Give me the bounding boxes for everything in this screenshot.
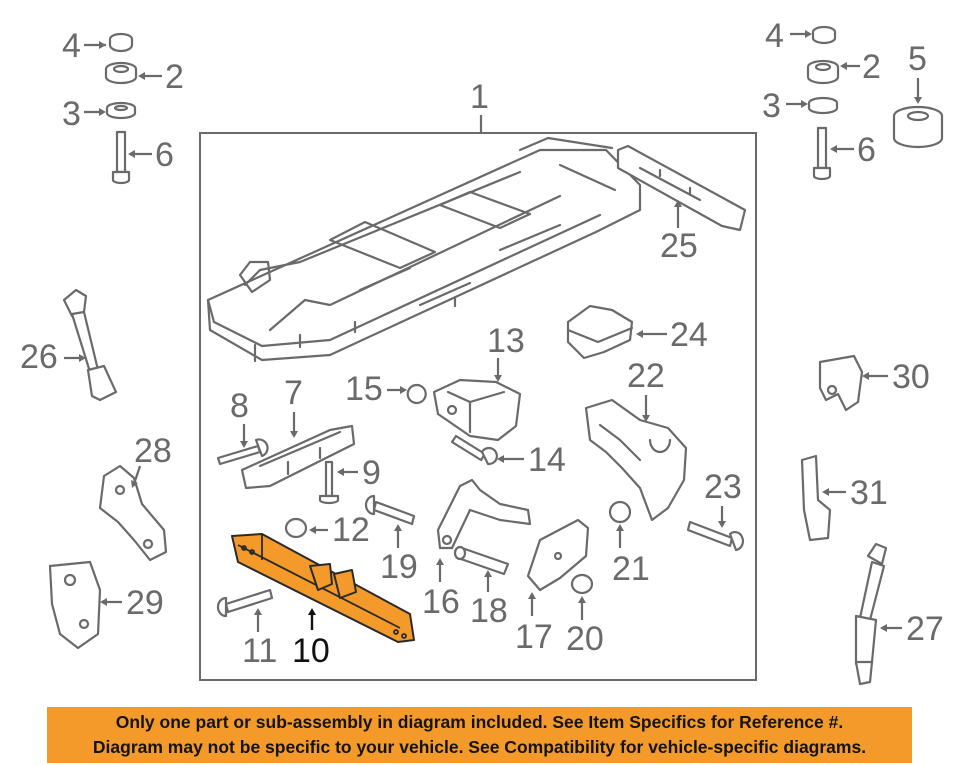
part-26-shock-absorber[interactable] (62, 288, 118, 402)
part-30-bracket[interactable] (818, 354, 864, 412)
disclaimer-line-2: Diagram may not be specific to your vehi… (92, 737, 867, 757)
part-23-bolt[interactable] (686, 520, 734, 548)
callout-11: 11 (242, 632, 277, 670)
part-10-crossmember-highlighted[interactable] (231, 533, 415, 643)
callout-30: 30 (892, 358, 930, 396)
part-6-bolt-left[interactable] (115, 130, 127, 174)
body-mount-right (806, 25, 944, 181)
callout-1: 1 (470, 78, 489, 116)
part-3-washer-right[interactable] (807, 96, 839, 115)
callout-6-left: 6 (155, 136, 174, 174)
callout-12: 12 (332, 511, 370, 549)
callout-15: 15 (345, 370, 383, 408)
callout-16: 16 (422, 583, 460, 621)
callout-23: 23 (704, 468, 742, 506)
callout-14: 14 (528, 441, 566, 479)
callout-3-left: 3 (62, 95, 81, 133)
part-24-bracket[interactable] (566, 304, 634, 360)
callout-5: 5 (908, 40, 927, 78)
callout-4-right: 4 (765, 17, 784, 55)
part-14-bolt[interactable] (450, 434, 487, 462)
callout-21: 21 (612, 550, 650, 588)
callout-4-left: 4 (62, 27, 81, 65)
part-12-nut[interactable] (284, 517, 308, 539)
part-25-crossmember[interactable] (616, 144, 747, 232)
frame-assembly-box (199, 132, 757, 681)
part-15-nut[interactable] (406, 383, 427, 405)
part-31-bracket[interactable] (800, 454, 832, 542)
callout-18: 18 (470, 592, 508, 630)
part-17-bracket[interactable] (526, 518, 590, 592)
part-9-bolt[interactable] (324, 460, 334, 498)
callout-28: 28 (134, 432, 172, 470)
part-8-bolt[interactable] (216, 444, 262, 466)
disclaimer-banner: Only one part or sub-assembly in diagram… (47, 707, 912, 763)
callout-26: 26 (20, 338, 58, 376)
disclaimer-line-1: Only one part or sub-assembly in diagram… (115, 712, 844, 732)
callout-2-left: 2 (165, 58, 184, 96)
part-19-bolt[interactable] (372, 500, 416, 526)
callout-27: 27 (906, 610, 944, 648)
callout-31: 31 (850, 474, 888, 512)
callout-10: 10 (292, 632, 330, 670)
callout-2-right: 2 (862, 48, 881, 86)
part-27-shock-absorber[interactable] (854, 542, 888, 686)
part-7-bracket[interactable] (240, 424, 356, 490)
part-22-bracket[interactable] (584, 398, 688, 522)
part-21-nut[interactable] (608, 500, 632, 524)
callout-7: 7 (284, 374, 303, 412)
callout-24: 24 (670, 316, 708, 354)
callout-9: 9 (362, 454, 381, 492)
callout-29: 29 (126, 584, 164, 622)
body-mount-left (104, 32, 138, 185)
part-28-bracket[interactable] (98, 464, 168, 562)
part-20-nut[interactable] (570, 573, 594, 595)
callout-25: 25 (660, 227, 698, 265)
callout-20: 20 (566, 620, 604, 658)
callout-6-right: 6 (857, 131, 876, 169)
part-11-bolt[interactable] (224, 588, 274, 614)
part-16-bracket[interactable] (436, 478, 532, 550)
part-6-bolt-right[interactable] (816, 126, 828, 170)
callout-8: 8 (230, 387, 249, 425)
callout-19: 19 (380, 548, 418, 586)
callout-22: 22 (627, 357, 665, 395)
part-1-frame[interactable] (206, 136, 642, 363)
part-5-mount[interactable] (892, 105, 944, 149)
callout-17: 17 (515, 618, 553, 656)
part-13-engine-mount[interactable] (432, 378, 522, 442)
part-4-cushion-right[interactable] (811, 25, 837, 45)
callout-13: 13 (487, 322, 525, 360)
callout-3-right: 3 (762, 87, 781, 125)
part-29-bracket[interactable] (48, 560, 102, 650)
